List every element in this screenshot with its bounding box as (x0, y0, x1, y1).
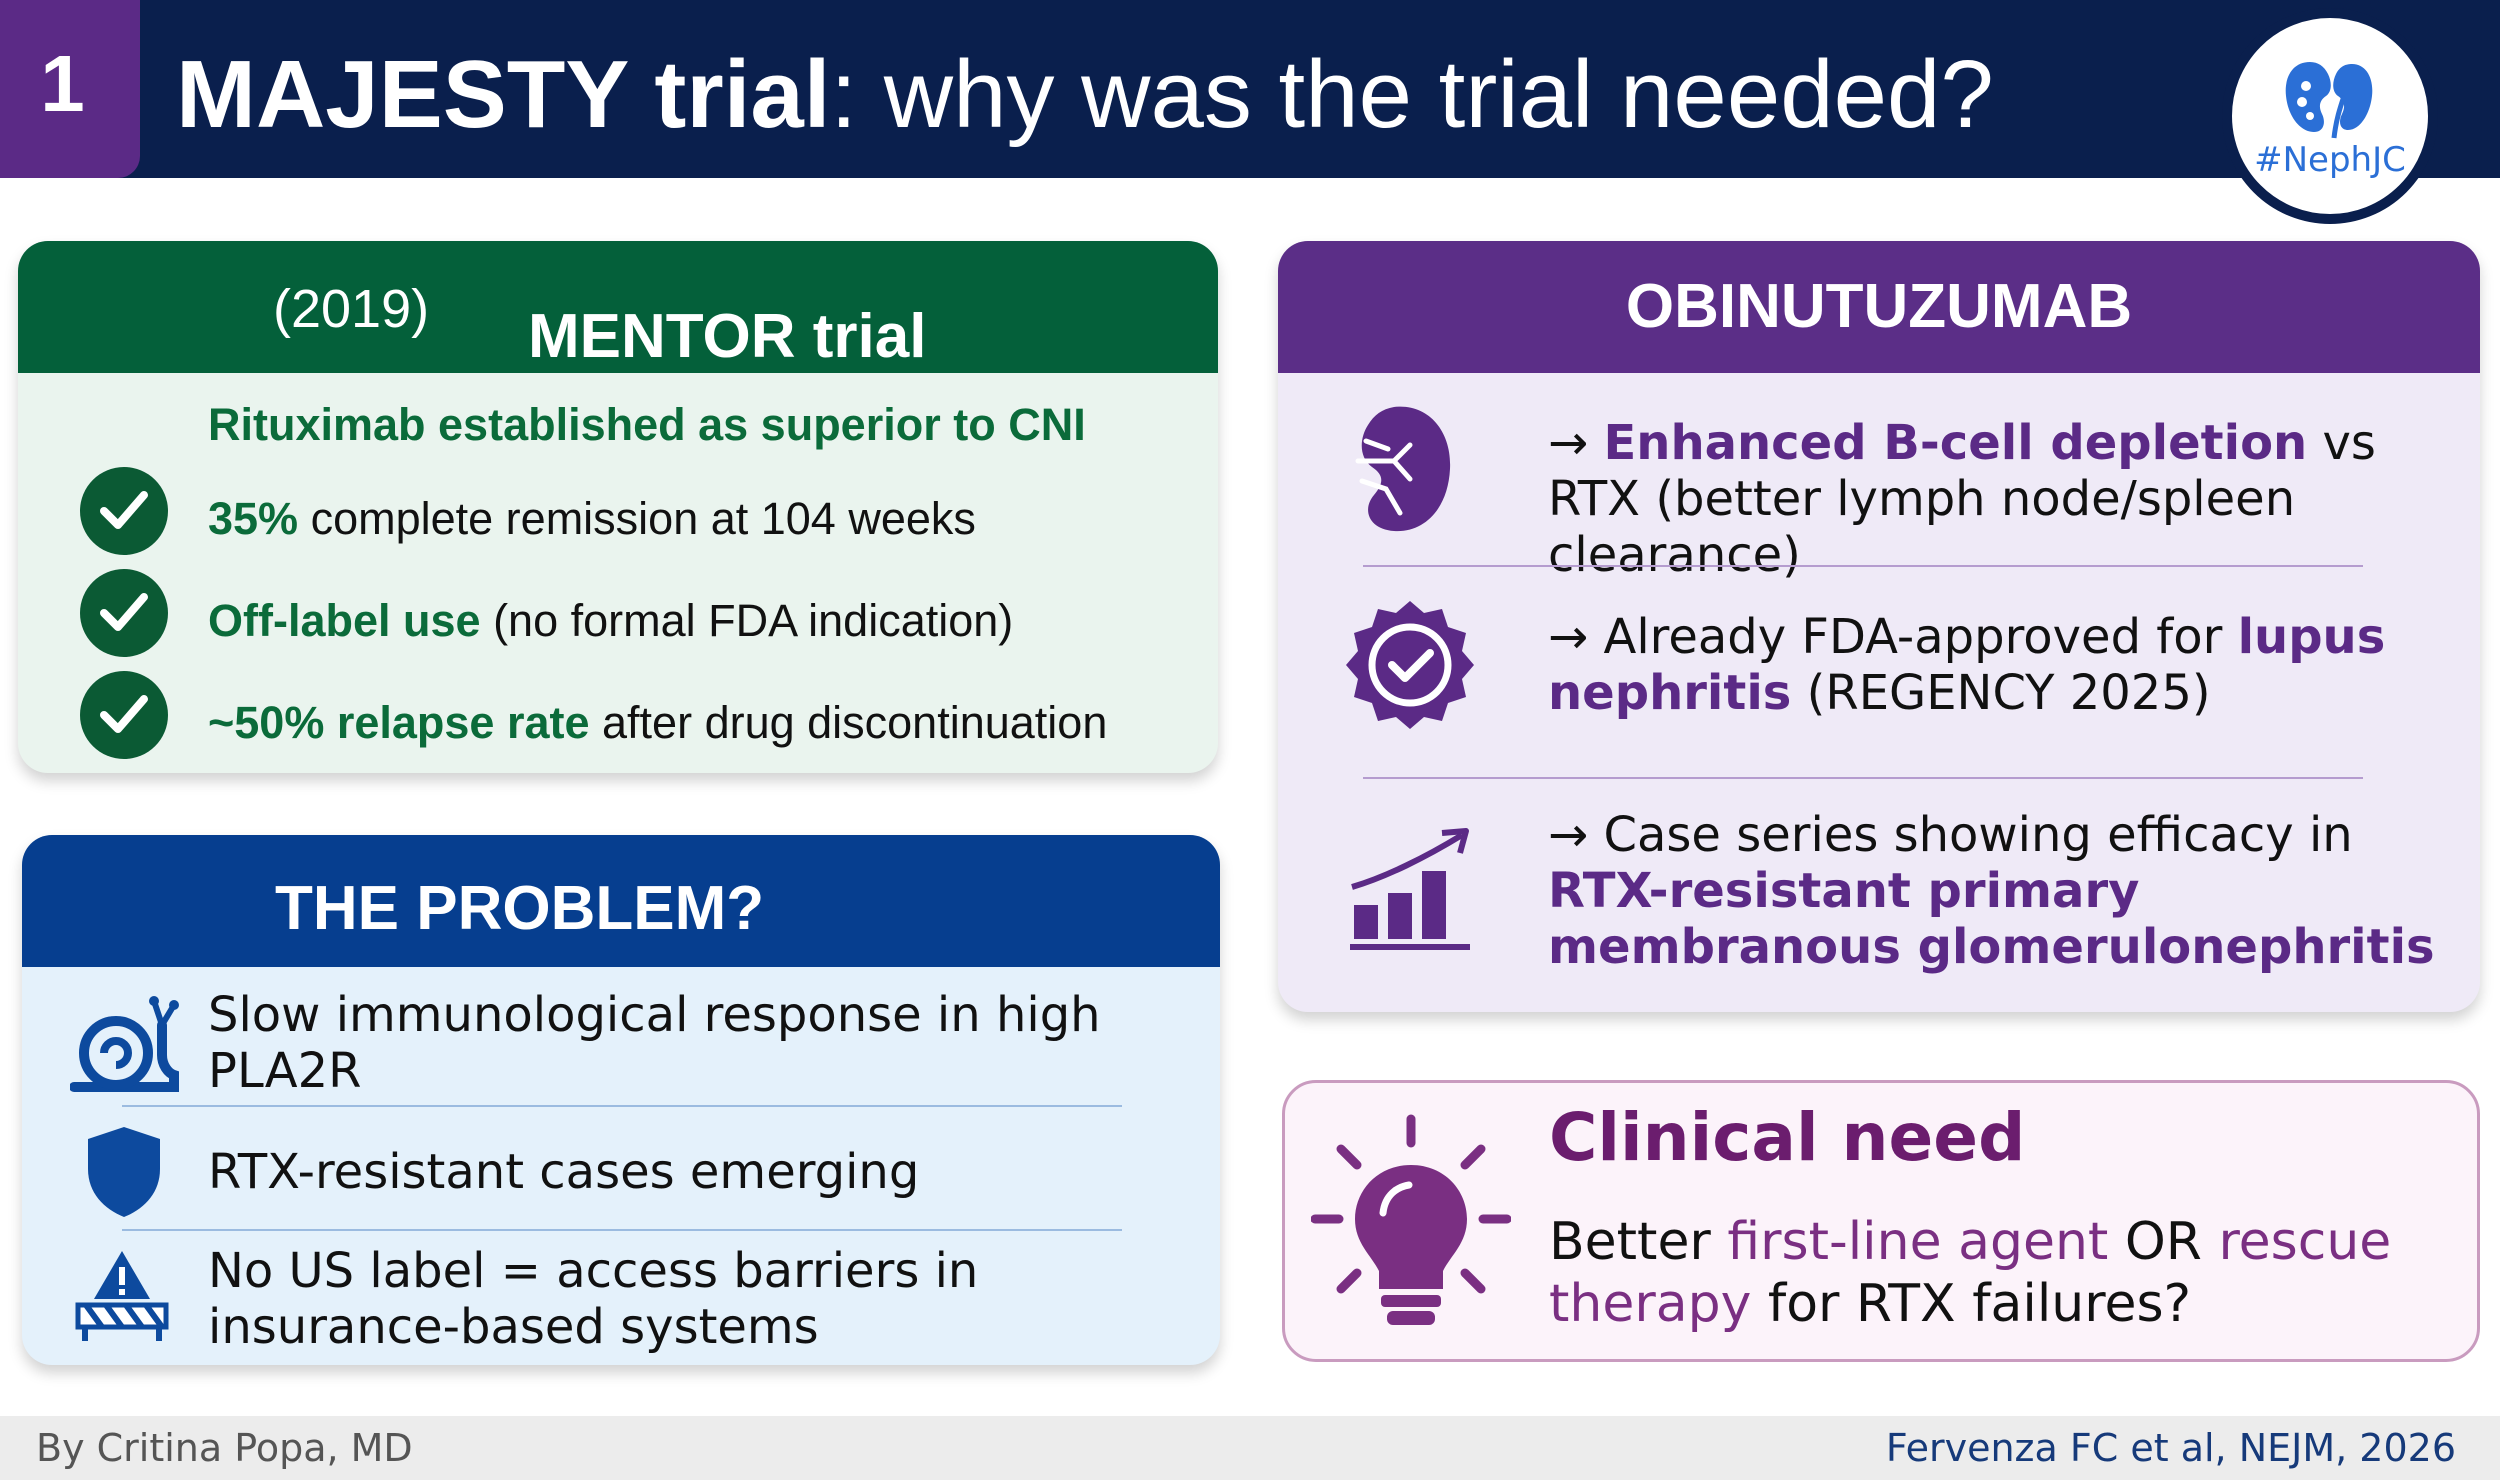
mentor-item-bold: 35% (208, 493, 299, 544)
obin-item-prefix: → Case series showing efficacy in (1548, 807, 2353, 863)
problem-card: THE PROBLEM? Slow immunological response… (22, 835, 1220, 1365)
mentor-item-text: (no formal FDA indication) (480, 595, 1014, 646)
mentor-item: ~50% relapse rate after drug discontinua… (208, 697, 1107, 749)
page-title: MAJESTY trial: why was the trial needed? (176, 40, 1994, 150)
approved-badge-icon (1346, 601, 1474, 729)
mentor-title-text: MENTOR trial (528, 302, 927, 371)
problem-title: THE PROBLEM? (275, 874, 765, 943)
obinutuzumab-card-header: OBINUTUZUMAB (1278, 241, 2480, 373)
mentor-item-bold: Off-label use (208, 595, 481, 646)
slide-number-badge: 1 (0, 0, 140, 178)
spleen-icon (1355, 406, 1451, 532)
obin-item-bold: RTX-resistant primary membranous glomeru… (1548, 863, 2435, 975)
obin-item-bold: Enhanced B-cell depletion (1603, 415, 2308, 471)
author-credit: By Critina Popa, MD (36, 1426, 413, 1470)
obinutuzumab-item: → Case series showing efficacy in RTX-re… (1548, 807, 2468, 975)
logo-text: #NephJC (2254, 140, 2406, 180)
obin-item-text: (REGENCY 2025) (1791, 665, 2211, 721)
mentor-title: MENTOR trial (2019) (273, 271, 926, 371)
obinutuzumab-item: → Already FDA-approved for lupus nephrit… (1548, 609, 2468, 721)
obin-item-prefix: → (1548, 415, 1604, 471)
shield-icon (88, 1127, 160, 1217)
problem-divider (122, 1229, 1122, 1231)
header-bar: 1 MAJESTY trial: why was the trial neede… (0, 0, 2500, 178)
clinical-need-card: Clinical need Better first-line agent OR… (1282, 1080, 2480, 1362)
check-circle-icon (80, 569, 168, 657)
slide-number: 1 (40, 39, 85, 128)
obinutuzumab-divider (1363, 565, 2363, 567)
mentor-card: MENTOR trial (2019) Rituximab establishe… (18, 241, 1218, 773)
obinutuzumab-title: OBINUTUZUMAB (1625, 272, 2133, 341)
growth-chart-icon (1350, 828, 1470, 950)
mentor-item-text: complete remission at 104 weeks (298, 493, 976, 544)
obinutuzumab-card: OBINUTUZUMAB → Enhanced B-cell depletion… (1278, 241, 2480, 1012)
title-bold: MAJESTY trial (176, 41, 831, 148)
mentor-lead: Rituximab established as superior to CNI (208, 399, 1086, 450)
need-text: for RTX failures? (1751, 1274, 2192, 1334)
mentor-year: (2019) (273, 279, 430, 339)
problem-item-text: RTX-resistant cases emerging (208, 1144, 920, 1200)
kidney-icon (2285, 62, 2373, 139)
obinutuzumab-divider (1363, 777, 2363, 779)
check-circle-icon (80, 467, 168, 555)
mentor-item: Off-label use (no formal FDA indication) (208, 595, 1013, 647)
mentor-item-bold: ~50% relapse rate (208, 697, 590, 748)
title-rest: : why was the trial needed? (830, 41, 1994, 148)
obin-item-prefix: → Already FDA-approved for (1548, 609, 2238, 665)
problem-item-text: No US label = access barriers in insuran… (208, 1243, 979, 1355)
obin-item-bold: lupus nephritis (1548, 609, 2386, 721)
mentor-item: 35% complete remission at 104 weeks (208, 493, 976, 545)
problem-card-header: THE PROBLEM? (22, 835, 1220, 967)
mentor-card-header: MENTOR trial (2019) (18, 241, 1218, 373)
need-accent: first-line agent (1727, 1212, 2109, 1272)
clinical-need-title: Clinical need (1549, 1099, 2026, 1176)
snail-icon (70, 996, 179, 1092)
warning-barrier-icon (75, 1251, 169, 1341)
need-accent: rescue therapy (1549, 1212, 2392, 1334)
mentor-item-text: after drug discontinuation (589, 697, 1108, 748)
nephjc-logo: #NephJC (2222, 8, 2438, 224)
need-text: Better (1549, 1212, 1728, 1272)
lightbulb-icon (1311, 1114, 1511, 1325)
check-circle-icon (80, 671, 168, 759)
footer-bar: By Critina Popa, MD Fervenza FC et al, N… (0, 1416, 2500, 1480)
need-text: OR (2108, 1212, 2219, 1272)
obin-item-text: vs RTX (better lymph node/spleen clearan… (1548, 415, 2376, 583)
citation: Fervenza FC et al, NEJM, 2026 (1885, 1426, 2456, 1470)
problem-item-text: Slow immunological response in high PLA2… (208, 987, 1101, 1099)
clinical-need-text: Better first-line agent OR rescue therap… (1549, 1211, 2449, 1335)
problem-divider (122, 1105, 1122, 1107)
obinutuzumab-item: → Enhanced B-cell depletion vs RTX (bett… (1548, 415, 2468, 583)
